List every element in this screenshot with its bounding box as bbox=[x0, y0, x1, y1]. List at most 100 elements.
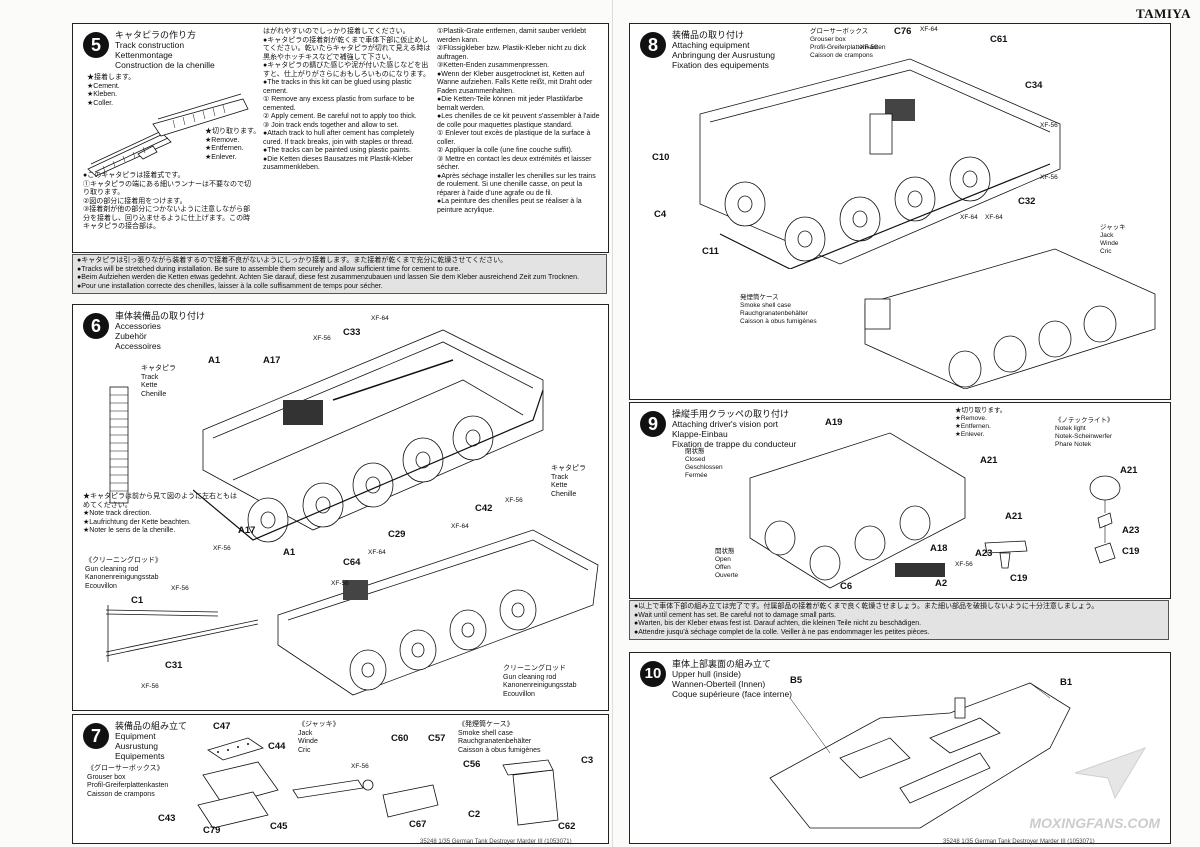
step-5-title-fr: Construction de la chenille bbox=[115, 60, 215, 70]
step-6-track-label: キャタピラ Track Kette Chenille bbox=[141, 365, 176, 398]
step-8-smoke-label: 発煙筒ケース Smoke shell case Rauchgranatenbeh… bbox=[740, 294, 817, 325]
part-a21-right: A21 bbox=[1120, 465, 1138, 476]
part-c33: C33 bbox=[343, 327, 361, 338]
part-c1: C1 bbox=[131, 595, 144, 606]
hull-equipment-result-illustration bbox=[864, 248, 1156, 389]
step-5-box: 5 キャタピラの作り方 Track construction Kettenmon… bbox=[72, 23, 609, 253]
step-6-title-de: Zubehör bbox=[115, 331, 147, 341]
hull-cleaning-rod-illustration bbox=[277, 529, 599, 696]
track-warning-fr: ●Pour une installation correcte des chen… bbox=[77, 282, 383, 290]
step-8-box: 8 装備品の取り付け Attaching equipment Anbringun… bbox=[629, 23, 1171, 400]
notek-light-illustration bbox=[1089, 475, 1121, 564]
step-5-title-jp: キャタピラの作り方 bbox=[115, 30, 197, 40]
part-c19-left: C19 bbox=[1010, 573, 1028, 584]
step-5-legend-cement: ★接着します。 ★Cement. ★Kleben. ★Coller. bbox=[87, 74, 136, 107]
step-8-grouser-label: グローサーボックス Grouser box Profil-Greiferplat… bbox=[810, 28, 886, 59]
moxingfans-watermark: MOXINGFANS.COM bbox=[1029, 815, 1160, 831]
step-10-title: 車体上部裏面の組み立て Upper hull (inside) Wannen-O… bbox=[672, 659, 792, 699]
step-8-title-en: Attaching equipment bbox=[672, 40, 750, 50]
step-7-paint: XF-56 bbox=[351, 763, 369, 770]
part-b5: B5 bbox=[790, 675, 803, 686]
track-warning-box: ●キャタピラは引っ張りながら装着するので接着不良がないようにしっかり接着します。… bbox=[72, 254, 607, 295]
part-a17-top: A17 bbox=[263, 355, 281, 366]
step-9-closed-label: 閉状態 Closed Geschlossen Fermée bbox=[685, 448, 723, 479]
part-c32: C32 bbox=[1018, 196, 1036, 207]
step-9-remove-label: ★切り取ります。 ★Remove. ★Entfernen. ★Enlever. bbox=[955, 407, 1007, 438]
paint-xf64-a: XF-64 bbox=[371, 315, 389, 322]
step-5-number: 5 bbox=[83, 32, 109, 58]
step-5-instructions-col2: はがれやすいのでしっかり接着してください。 ●キャタピラの接着剤が乾くまで車体下… bbox=[263, 28, 431, 171]
step-5-instructions-col3: ①Plastik-Grate entfernen, damit sauber v… bbox=[437, 28, 600, 214]
part-c10: C10 bbox=[652, 152, 670, 163]
part-c43: C43 bbox=[158, 813, 176, 824]
part-a23-left: A23 bbox=[975, 548, 993, 559]
step-5-title: キャタピラの作り方 Track construction Kettenmonta… bbox=[115, 30, 215, 70]
step-10-title-de: Wannen-Oberteil (Innen) bbox=[672, 679, 766, 689]
part-a17-bottom: A17 bbox=[238, 525, 256, 536]
part-a23-right: A23 bbox=[1122, 525, 1140, 536]
step-6-title: 車体装備品の取り付け Accessories Zubehör Accessoir… bbox=[115, 311, 205, 351]
left-page: 5 キャタピラの作り方 Track construction Kettenmon… bbox=[72, 23, 609, 845]
step-7-number: 7 bbox=[83, 723, 109, 749]
paint-xf64-8a: XF-64 bbox=[920, 26, 938, 33]
step-7-title: 装備品の組み立て Equipment Ausrustung Equipement… bbox=[115, 721, 187, 761]
part-c4: C4 bbox=[654, 209, 667, 220]
paint-xf56-8a: XF-56 bbox=[860, 44, 878, 51]
track-strip-illustration bbox=[109, 386, 129, 504]
part-c56: C56 bbox=[463, 759, 481, 770]
paint-xf56-a: XF-56 bbox=[313, 335, 331, 342]
track-construction-illustration bbox=[87, 93, 249, 177]
track-warning-jp: ●キャタピラは引っ張りながら装着するので接着不良がないようにしっかり接着します。… bbox=[77, 257, 508, 264]
step-6-title-jp: 車体装備品の取り付け bbox=[115, 311, 206, 321]
step-9-notek-label: 《ノテックライト》 Notek light Notek-Scheinwerfer… bbox=[1055, 417, 1114, 448]
step-9-title-en: Attaching driver's vision port bbox=[672, 419, 779, 429]
cleaning-rod-illustration bbox=[105, 605, 259, 662]
part-b1: B1 bbox=[1060, 677, 1073, 688]
step-7-title-jp: 装備品の組み立て bbox=[115, 721, 188, 731]
part-c6: C6 bbox=[840, 581, 853, 592]
step-10-box: 10 車体上部裏面の組み立て Upper hull (inside) Wanne… bbox=[629, 652, 1171, 844]
part-c67: C67 bbox=[409, 819, 427, 830]
paint-xf56-8c: XF-56 bbox=[1040, 174, 1058, 181]
step-7-grouser-label: 《グローサーボックス》 Grouser box Profil-Greiferpl… bbox=[87, 765, 169, 798]
step-6-title-en: Accessories bbox=[115, 321, 161, 331]
brand-logo: TAMIYA bbox=[1135, 6, 1191, 21]
step-10-title-fr: Coque supérieure (face interne) bbox=[672, 689, 793, 699]
hull-accessories-illustration bbox=[193, 329, 544, 543]
part-c31: C31 bbox=[165, 660, 183, 671]
step-7-title-fr: Equipements bbox=[115, 751, 165, 761]
part-c62: C62 bbox=[558, 821, 576, 832]
paint-xf56-f: XF-56 bbox=[141, 683, 159, 690]
step-9-paint: XF-56 bbox=[955, 561, 973, 568]
step-9-title-jp: 操縦手用クラッペの取り付け bbox=[672, 409, 790, 419]
part-c19-right: C19 bbox=[1122, 546, 1140, 557]
step-9-title: 操縦手用クラッペの取り付け Attaching driver's vision … bbox=[672, 409, 796, 449]
paint-xf64-8c: XF-64 bbox=[985, 214, 1003, 221]
step-5-title-en: Track construction bbox=[115, 40, 185, 50]
step-6-box: 6 車体装備品の取り付け Accessories Zubehör Accesso… bbox=[72, 304, 609, 711]
part-a18: A18 bbox=[930, 543, 948, 554]
step-8-title-fr: Fixation des equipements bbox=[672, 60, 769, 70]
step-9-open-label: 開状態 Open Offen Ouverte bbox=[715, 548, 739, 579]
paint-xf56-8b: XF-56 bbox=[1040, 122, 1058, 129]
part-c44: C44 bbox=[268, 741, 286, 752]
step-8-title-jp: 装備品の取り付け bbox=[672, 30, 745, 40]
paint-xf56-c: XF-56 bbox=[213, 545, 231, 552]
vision-port-illustration bbox=[749, 432, 966, 589]
hull-equipment-illustration bbox=[699, 58, 1061, 269]
step-5-legend-remove: ★切り取ります。 ★Remove. ★Entfernen. ★Enlever. bbox=[205, 128, 261, 161]
step-8-jack-label: ジャッキ Jack Winde Cric bbox=[1100, 224, 1126, 255]
part-c45: C45 bbox=[270, 821, 288, 832]
part-c47: C47 bbox=[213, 721, 231, 732]
upper-hull-illustration bbox=[769, 682, 1071, 829]
jack-illustration bbox=[292, 779, 374, 799]
step-9-number: 9 bbox=[640, 411, 666, 437]
part-c11: C11 bbox=[702, 246, 719, 257]
step-6-title-fr: Accessoires bbox=[115, 341, 161, 351]
step-6-cleaning-rod-label: 《クリーニングロッド》 Gun cleaning rod Kanonenrein… bbox=[85, 557, 162, 590]
clip-detail-illustration bbox=[984, 540, 1028, 569]
part-c3: C3 bbox=[581, 755, 594, 766]
step-8-title-de: Anbringung der Ausrustung bbox=[672, 50, 776, 60]
part-a21-top: A21 bbox=[980, 455, 998, 466]
step-6-direction-note: ★キャタピラは前から見て図のように左右ともはめてください。 ★Note trac… bbox=[83, 493, 237, 534]
